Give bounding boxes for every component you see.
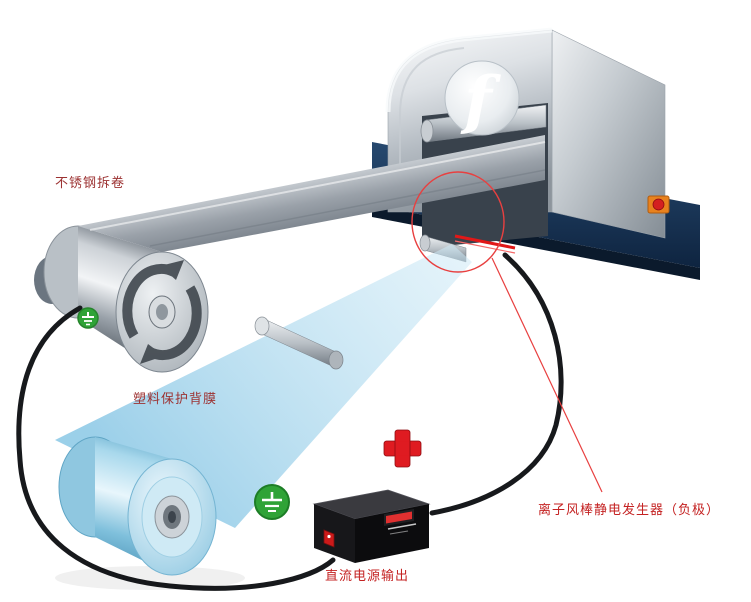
psu-front-face (314, 504, 355, 563)
rotation-arrows-icon (122, 260, 202, 364)
electrode-cable (429, 252, 564, 516)
ground-icon-small (77, 307, 99, 329)
ground-cable (16, 305, 336, 591)
label-dc-power-output: 直流电源输出 (325, 569, 410, 584)
ion-bar-electrode (454, 234, 516, 250)
positive-polarity-icon (383, 429, 422, 468)
machine-logo-badge: f (444, 60, 520, 138)
machine-inner-curve (399, 47, 465, 205)
machine-top-highlight (385, 27, 553, 113)
psu-display (386, 511, 412, 524)
steel-strip (78, 135, 546, 252)
annotation-leader-line (491, 257, 603, 493)
power-switch[interactable] (323, 529, 335, 548)
annotation-circle (411, 171, 505, 273)
film-rewind-roll (55, 436, 245, 590)
label-protective-film: 塑料保护背膜 (133, 392, 218, 407)
label-ion-bar: 离子风棒静电发生器（负极） (538, 503, 721, 518)
cables (16, 252, 564, 591)
annotation (411, 171, 603, 493)
dc-power-supply (312, 489, 431, 563)
label-unwind-roll: 不锈钢拆卷 (55, 176, 126, 191)
idler-roller (254, 316, 344, 370)
emergency-button[interactable] (647, 195, 670, 214)
blue-roll-shadow (55, 566, 245, 590)
ground-icon-large (254, 484, 290, 520)
roll-hub-core (156, 304, 168, 320)
stainless-unwind-roll (34, 225, 209, 373)
